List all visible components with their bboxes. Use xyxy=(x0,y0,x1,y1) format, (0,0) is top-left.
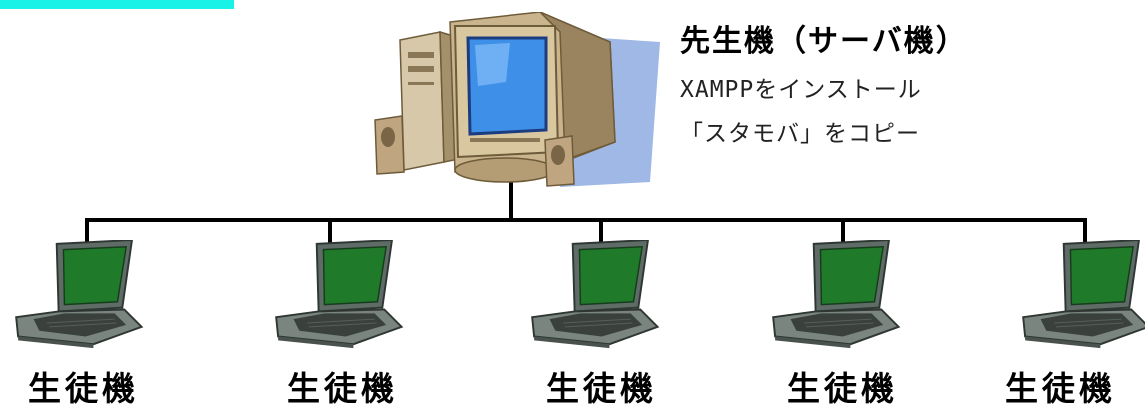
top-accent-band xyxy=(0,0,234,9)
server-title: 先生機（サーバ機） xyxy=(680,24,968,59)
client-label: 生徒機 xyxy=(787,369,898,408)
client-label: 生徒機 xyxy=(546,369,657,408)
client-label: 生徒機 xyxy=(1005,369,1116,408)
server-computer-icon xyxy=(374,12,660,187)
client-laptop-icon xyxy=(1013,240,1145,350)
client-laptop-icon xyxy=(6,240,146,350)
client-laptop-icon xyxy=(266,240,406,350)
client-laptop-icon xyxy=(522,240,662,350)
server-note-install: XAMPPをインストール xyxy=(680,77,922,103)
server-note-copy: 「スタモバ」をコピー xyxy=(680,121,920,147)
client-label: 生徒機 xyxy=(287,369,398,408)
client-label: 生徒機 xyxy=(28,369,139,408)
client-laptop-icon xyxy=(763,240,903,350)
